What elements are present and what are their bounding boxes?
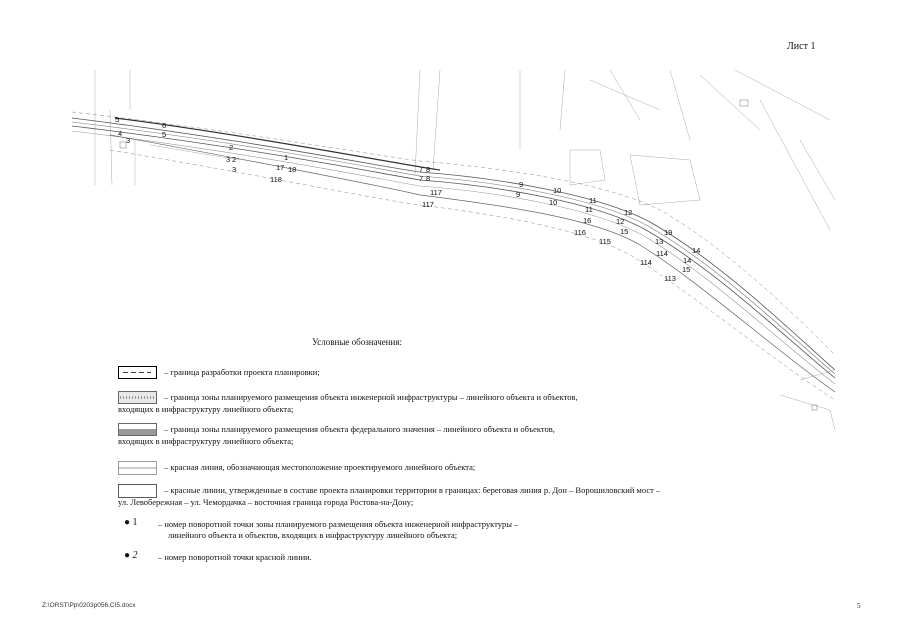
point-label: 2 [229, 143, 233, 152]
legend-text-continued: линейного объекта и объектов, входящих в… [168, 530, 458, 540]
point-label: 9 [516, 190, 520, 199]
legend-text: – номер поворотной точки красной линии. [158, 552, 312, 562]
point-labels-zone: 5 6 5 4 3 2 2 3 3 1 17 18 7 8 7 8 9 9 10… [115, 115, 700, 274]
point-label: 6 [162, 121, 166, 130]
point-label: 117 [422, 200, 434, 209]
point-label: 3 [126, 136, 130, 145]
legend-text: – граница зоны планируемого размещения о… [164, 392, 578, 402]
sheet-label: Лист 1 [787, 41, 816, 52]
point-label: 2 [232, 155, 236, 164]
legend-text-continued: ул. Левобережная – ул. Чемордачка – вост… [118, 497, 414, 507]
map-markers [119, 99, 818, 411]
red-line-projected-symbol [118, 461, 158, 475]
turning-point-symbol: ● 1 [124, 517, 138, 528]
legend-text-continued: входящих в инфраструктуру линейного объе… [118, 436, 294, 446]
point-label: 114 [640, 258, 652, 267]
planning-boundary-symbol [118, 366, 158, 379]
legend-title: Условные обозначения: [312, 337, 403, 347]
page-number: 5 [857, 602, 861, 610]
point-label: 8 [426, 174, 430, 183]
point-label: 12 [624, 208, 632, 217]
point-label: 11 [589, 196, 597, 205]
point-label: 19 [664, 228, 672, 237]
point-label: 17 [276, 163, 284, 172]
red-line-point-symbol: ● 2 [124, 550, 138, 561]
point-label: 15 [682, 265, 690, 274]
point-label: 16 [583, 216, 591, 225]
point-label: 5 [115, 115, 119, 124]
point-label: 8 [426, 165, 430, 174]
point-label: 3 [232, 165, 236, 174]
point-label: 7 [419, 165, 423, 174]
legend-text-continued: входящих в инфраструктуру линейного объе… [118, 404, 294, 414]
legend-text: – красная линия, обозначающая местополож… [164, 462, 476, 472]
point-label: 10 [549, 198, 557, 207]
legend-text: – граница разработки проекта планировки; [164, 367, 320, 377]
point-label: 118 [270, 175, 282, 184]
point-label: 18 [288, 165, 296, 174]
point-label: 15 [620, 227, 628, 236]
point-label: 14 [683, 256, 691, 265]
point-label: 115 [599, 237, 611, 246]
point-label: 14 [692, 246, 700, 255]
map-background-lines [94, 69, 836, 431]
legend-text: – граница зоны планируемого размещения о… [164, 424, 555, 434]
point-label: 10 [553, 186, 561, 195]
point-label: 1 [284, 153, 288, 162]
legend-text: – номер поворотной точки зоны планируемо… [158, 519, 519, 529]
point-label: 4 [118, 129, 122, 138]
point-label: 12 [616, 217, 624, 226]
federal-zone-symbol [118, 423, 158, 436]
point-label: 117 [430, 188, 442, 197]
point-label: 7 [419, 174, 423, 183]
point-labels-red-line: 118 117 117 116 115 114 114 113 [270, 175, 676, 283]
point-label: 9 [519, 180, 523, 189]
point-label: 114 [656, 249, 668, 258]
engineering-zone-symbol [118, 391, 158, 404]
point-label: 5 [162, 130, 166, 139]
point-label: 3 [226, 155, 230, 164]
red-line-approved-symbol [118, 484, 158, 498]
point-label: 116 [574, 228, 586, 237]
point-label: 11 [585, 205, 593, 214]
point-label: 13 [655, 237, 663, 246]
legend-text: – красные линии, утвержденные в составе … [164, 485, 661, 495]
document-path: Z:\ORST\Pp\0203p056.CI5.docx [42, 602, 136, 609]
point-label: 113 [664, 274, 676, 283]
road-corridor [71, 111, 836, 401]
